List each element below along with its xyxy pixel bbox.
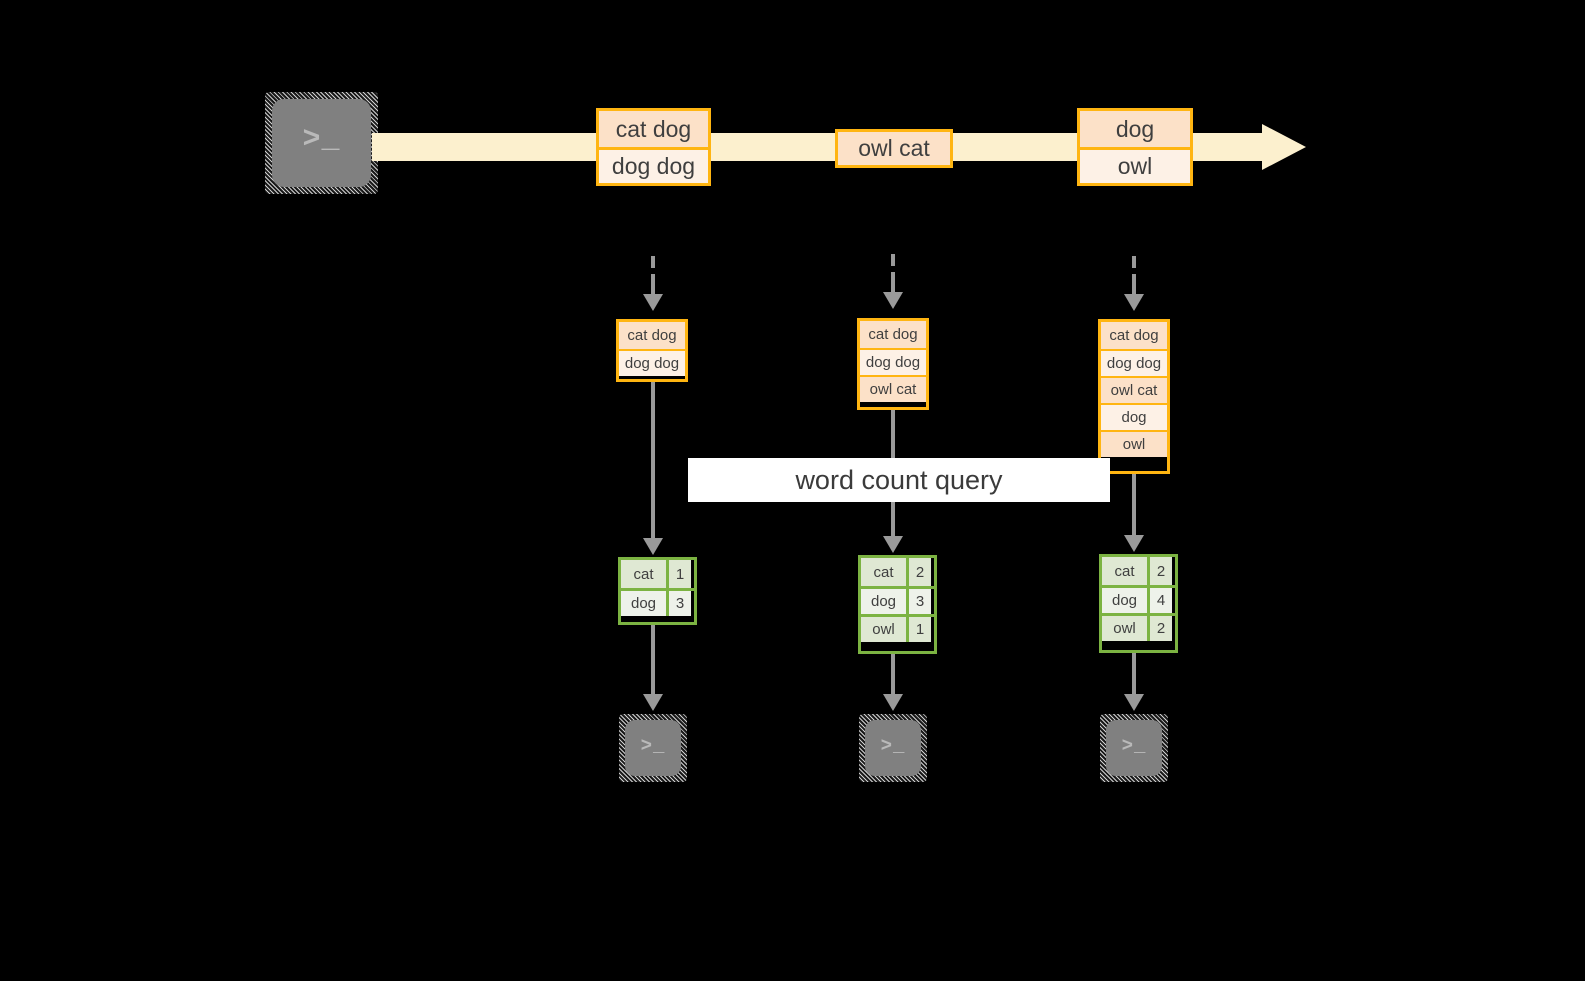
record-group-3: dog owl [1077, 108, 1193, 186]
table-cell-count: 3 [906, 589, 931, 614]
output-arrow-line [651, 625, 655, 698]
snapshot-line: owl cat [1101, 376, 1167, 403]
terminal-body [1106, 720, 1162, 776]
snapshot-line: cat dog [1101, 322, 1167, 349]
dashed-arrow-segment [891, 254, 895, 266]
dashed-arrow-segment [1132, 274, 1136, 296]
snapshot-line: dog dog [1101, 349, 1167, 376]
snapshot-line: dog [1101, 403, 1167, 430]
table-cell-count: 1 [906, 617, 931, 642]
process-arrow-line [1132, 474, 1136, 538]
record-group-2: owl cat [835, 129, 953, 168]
process-arrow-head [883, 536, 903, 553]
terminal-body [625, 720, 681, 776]
dashed-arrow-head [883, 292, 903, 309]
stream-arrowhead [1262, 124, 1306, 170]
sink-terminal-icon-3: >_ [1100, 714, 1168, 782]
table-cell-word: dog [621, 591, 666, 616]
table-row: owl 1 [861, 614, 934, 642]
table-cell-word: owl [1102, 616, 1147, 641]
table-cell-word: dog [861, 589, 906, 614]
sink-terminal-icon-1: >_ [619, 714, 687, 782]
table-cell-word: dog [1102, 588, 1147, 613]
snapshot-line: dog dog [619, 349, 685, 376]
table-row: dog 4 [1102, 585, 1175, 613]
output-arrow-head [883, 694, 903, 711]
record-line: owl cat [838, 132, 950, 165]
table-row: cat 1 [621, 560, 694, 588]
sink-terminal-icon-2: >_ [859, 714, 927, 782]
process-arrow-line [651, 382, 655, 540]
snapshot-3: cat dog dog dog owl cat dog owl [1098, 319, 1170, 474]
table-row: owl 2 [1102, 613, 1175, 641]
snapshot-line: cat dog [860, 321, 926, 348]
query-label: word count query [688, 458, 1110, 502]
terminal-body [865, 720, 921, 776]
process-arrow-head [1124, 535, 1144, 552]
result-table-3: cat 2 dog 4 owl 2 [1099, 554, 1178, 653]
output-arrow-line [891, 654, 895, 698]
record-line: cat dog [599, 111, 708, 147]
terminal-body [272, 99, 371, 187]
terminal-prompt-glyph: >_ [302, 123, 341, 157]
terminal-prompt-glyph: >_ [1121, 735, 1147, 757]
query-label-text: word count query [795, 464, 1003, 495]
snapshot-line: owl [1101, 430, 1167, 457]
snapshot-line: dog dog [860, 348, 926, 375]
dashed-arrow-head [1124, 294, 1144, 311]
table-cell-count: 4 [1147, 588, 1172, 613]
dashed-arrow-segment [651, 274, 655, 296]
record-line: dog dog [599, 147, 708, 183]
snapshot-line: owl cat [860, 375, 926, 402]
dashed-arrow-segment [1132, 256, 1136, 268]
table-cell-word: cat [1102, 557, 1147, 585]
dashed-arrow-segment [891, 272, 895, 294]
dashed-arrow-segment [651, 256, 655, 268]
table-cell-word: cat [621, 560, 666, 588]
output-arrow-head [643, 694, 663, 711]
snapshot-2: cat dog dog dog owl cat [857, 318, 929, 410]
process-arrow-head [643, 538, 663, 555]
result-table-1: cat 1 dog 3 [618, 557, 697, 625]
snapshot-1: cat dog dog dog [616, 319, 688, 382]
source-terminal-icon: >_ [265, 92, 378, 194]
dashed-arrow-head [643, 294, 663, 311]
table-cell-word: owl [861, 617, 906, 642]
record-line: owl [1080, 147, 1190, 183]
table-cell-count: 2 [906, 558, 931, 586]
table-row: dog 3 [621, 588, 694, 616]
snapshot-line: cat dog [619, 322, 685, 349]
record-group-1: cat dog dog dog [596, 108, 711, 186]
terminal-prompt-glyph: >_ [640, 735, 666, 757]
table-row: dog 3 [861, 586, 934, 614]
record-line: dog [1080, 111, 1190, 147]
table-row: cat 2 [1102, 557, 1175, 585]
table-cell-count: 1 [666, 560, 691, 588]
table-cell-count: 3 [666, 591, 691, 616]
table-cell-count: 2 [1147, 557, 1172, 585]
output-arrow-line [1132, 653, 1136, 698]
result-table-2: cat 2 dog 3 owl 1 [858, 555, 937, 654]
table-row: cat 2 [861, 558, 934, 586]
table-cell-word: cat [861, 558, 906, 586]
output-arrow-head [1124, 694, 1144, 711]
terminal-prompt-glyph: >_ [880, 735, 906, 757]
table-cell-count: 2 [1147, 616, 1172, 641]
